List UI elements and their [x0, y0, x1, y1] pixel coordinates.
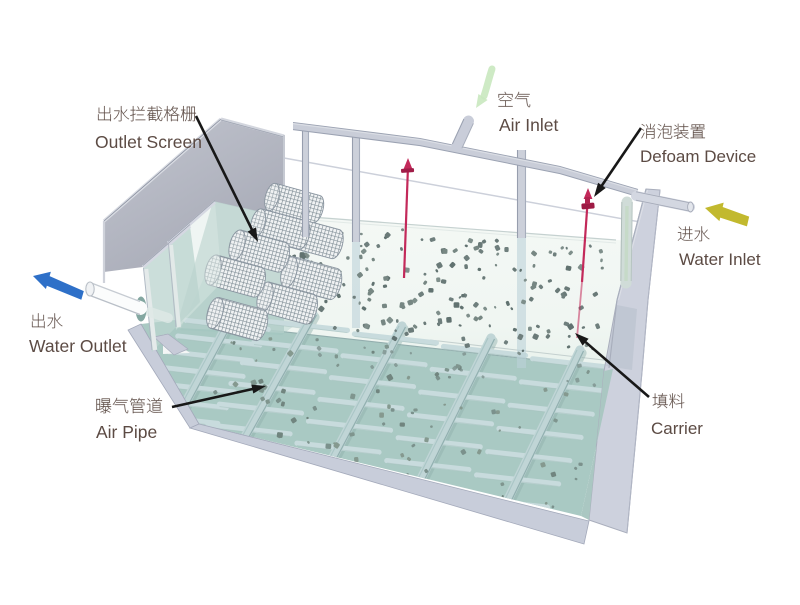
- svg-text:Carrier: Carrier: [651, 419, 703, 438]
- svg-text:Air Pipe: Air Pipe: [96, 422, 157, 442]
- svg-text:Outlet Screen: Outlet Screen: [95, 132, 202, 152]
- svg-text:Water Inlet: Water Inlet: [679, 250, 761, 269]
- svg-text:Air Inlet: Air Inlet: [499, 115, 558, 135]
- svg-text:Water Outlet: Water Outlet: [29, 336, 127, 356]
- svg-text:Defoam Device: Defoam Device: [640, 147, 756, 166]
